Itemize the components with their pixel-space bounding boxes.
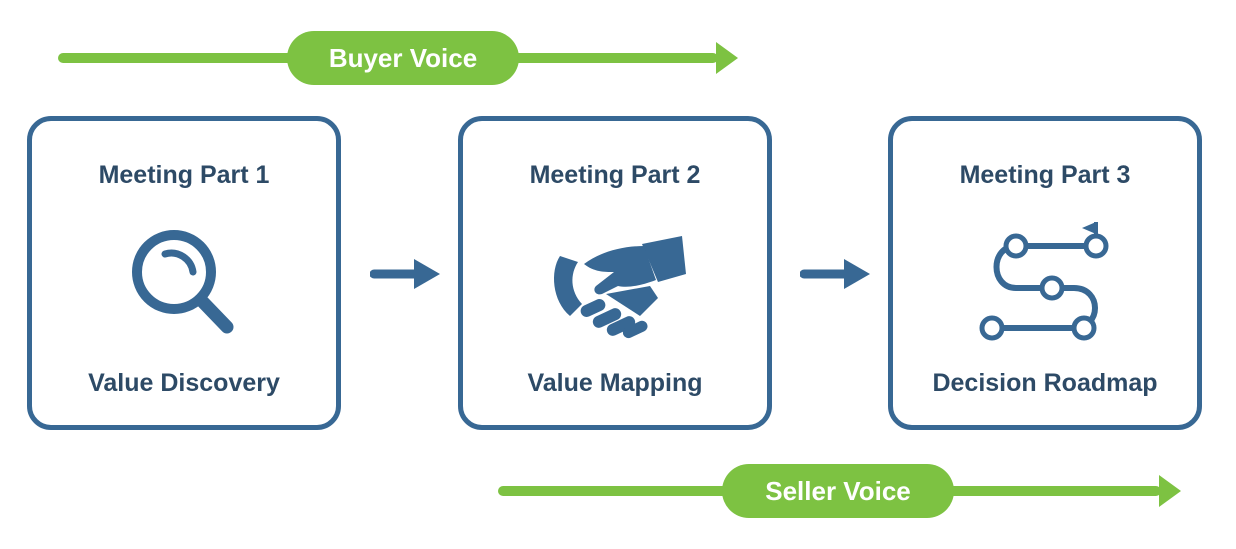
card-label: Value Discovery — [88, 369, 280, 397]
buyer-voice-arrowhead — [716, 42, 738, 74]
flow-arrow-icon — [370, 259, 440, 289]
card-title: Meeting Part 3 — [959, 161, 1131, 189]
magnifier-icon — [132, 230, 234, 334]
meeting-card-3: Meeting Part 3 Decision Roadmap — [888, 116, 1202, 430]
seller-voice-arrow: Seller Voice — [498, 461, 1181, 521]
seller-voice-label: Seller Voice — [722, 464, 954, 518]
buyer-voice-label: Buyer Voice — [287, 31, 519, 85]
roadmap-icon — [979, 222, 1109, 341]
meeting-card-1: Meeting Part 1 Value Discovery — [27, 116, 341, 430]
buyer-voice-arrow: Buyer Voice — [58, 28, 738, 88]
handshake-icon — [554, 236, 686, 339]
card-label: Decision Roadmap — [932, 369, 1158, 397]
card-title: Meeting Part 2 — [529, 161, 701, 189]
meeting-card-2: Meeting Part 2 Value Mapping — [458, 116, 772, 430]
card-title: Meeting Part 1 — [98, 161, 270, 189]
flow-arrow-icon — [800, 259, 870, 289]
card-label: Value Mapping — [527, 369, 703, 397]
seller-voice-arrowhead — [1159, 475, 1181, 507]
